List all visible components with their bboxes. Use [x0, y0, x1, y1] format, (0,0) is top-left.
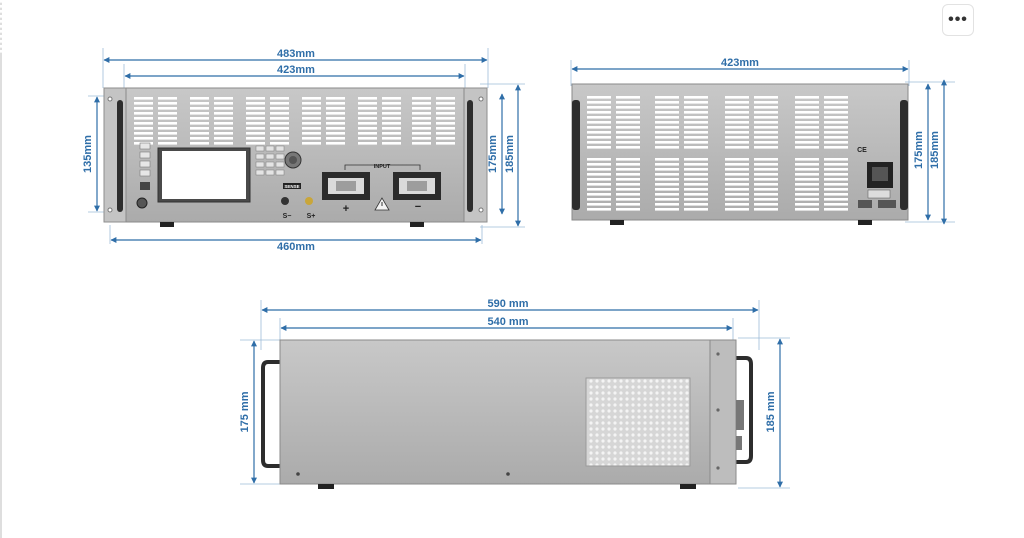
dim-175mm-side: 175 mm: [239, 391, 251, 432]
side-front-handle: [261, 360, 280, 468]
front-view: 483mm 423mm 460mm 135mm 175mm 185mm: [0, 0, 525, 253]
rear-left-handle: [572, 100, 580, 210]
foot: [680, 484, 696, 489]
dim-175mm-rear: 175mm: [913, 131, 925, 169]
foot: [858, 220, 872, 225]
input-label: INPUT: [374, 164, 391, 170]
left-buttons: [139, 142, 151, 177]
negative-symbol: −: [415, 201, 421, 213]
foot: [410, 222, 424, 227]
power-button: [136, 197, 148, 209]
sense-minus-terminal: [281, 197, 289, 205]
left-handle: [117, 100, 123, 212]
foot: [160, 222, 174, 227]
more-icon[interactable]: •••: [942, 4, 974, 36]
dim-185mm-front: 185mm: [504, 135, 516, 173]
dim-185mm-rear: 185mm: [929, 131, 941, 169]
positive-symbol: +: [343, 203, 349, 215]
sense-plus-label: S+: [307, 213, 316, 220]
rear-connector: [736, 400, 744, 430]
sense-minus-label: S−: [283, 213, 292, 220]
dim-590mm: 590 mm: [488, 298, 529, 310]
dim-423mm: 423mm: [277, 64, 315, 76]
foot: [610, 220, 624, 225]
sense-label-bg: [283, 183, 301, 189]
fuse-holder: [867, 189, 891, 199]
sense-plus-terminal: [305, 197, 313, 205]
rear-flange: [709, 339, 737, 485]
foot: [318, 484, 334, 489]
rear-view: 423mm 175mm 185mm CE: [0, 0, 955, 225]
dim-135mm: 135mm: [82, 135, 94, 173]
side-vent-grille: [585, 377, 691, 467]
keypad: [255, 145, 285, 176]
dim-423mm-rear: 423mm: [721, 57, 759, 69]
dim-175mm-front: 175mm: [487, 135, 499, 173]
dim-540mm: 540 mm: [488, 316, 529, 328]
side-rear-handle: [736, 356, 753, 464]
ce-mark: CE: [857, 147, 867, 154]
left-border: [0, 0, 2, 538]
rear-port-2: [878, 200, 896, 208]
usb-port: [140, 182, 150, 190]
sense-label: SENSE: [284, 184, 299, 189]
rear-port-1: [858, 200, 872, 208]
dim-460mm: 460mm: [277, 241, 315, 253]
rear-right-handle: [900, 100, 908, 210]
dim-483mm: 483mm: [277, 48, 315, 60]
display-screen: [162, 151, 246, 199]
dim-185mm-side: 185 mm: [765, 391, 777, 432]
right-handle: [467, 100, 473, 212]
side-view: 590 mm 540 mm 175 mm 185 mm: [239, 298, 790, 489]
